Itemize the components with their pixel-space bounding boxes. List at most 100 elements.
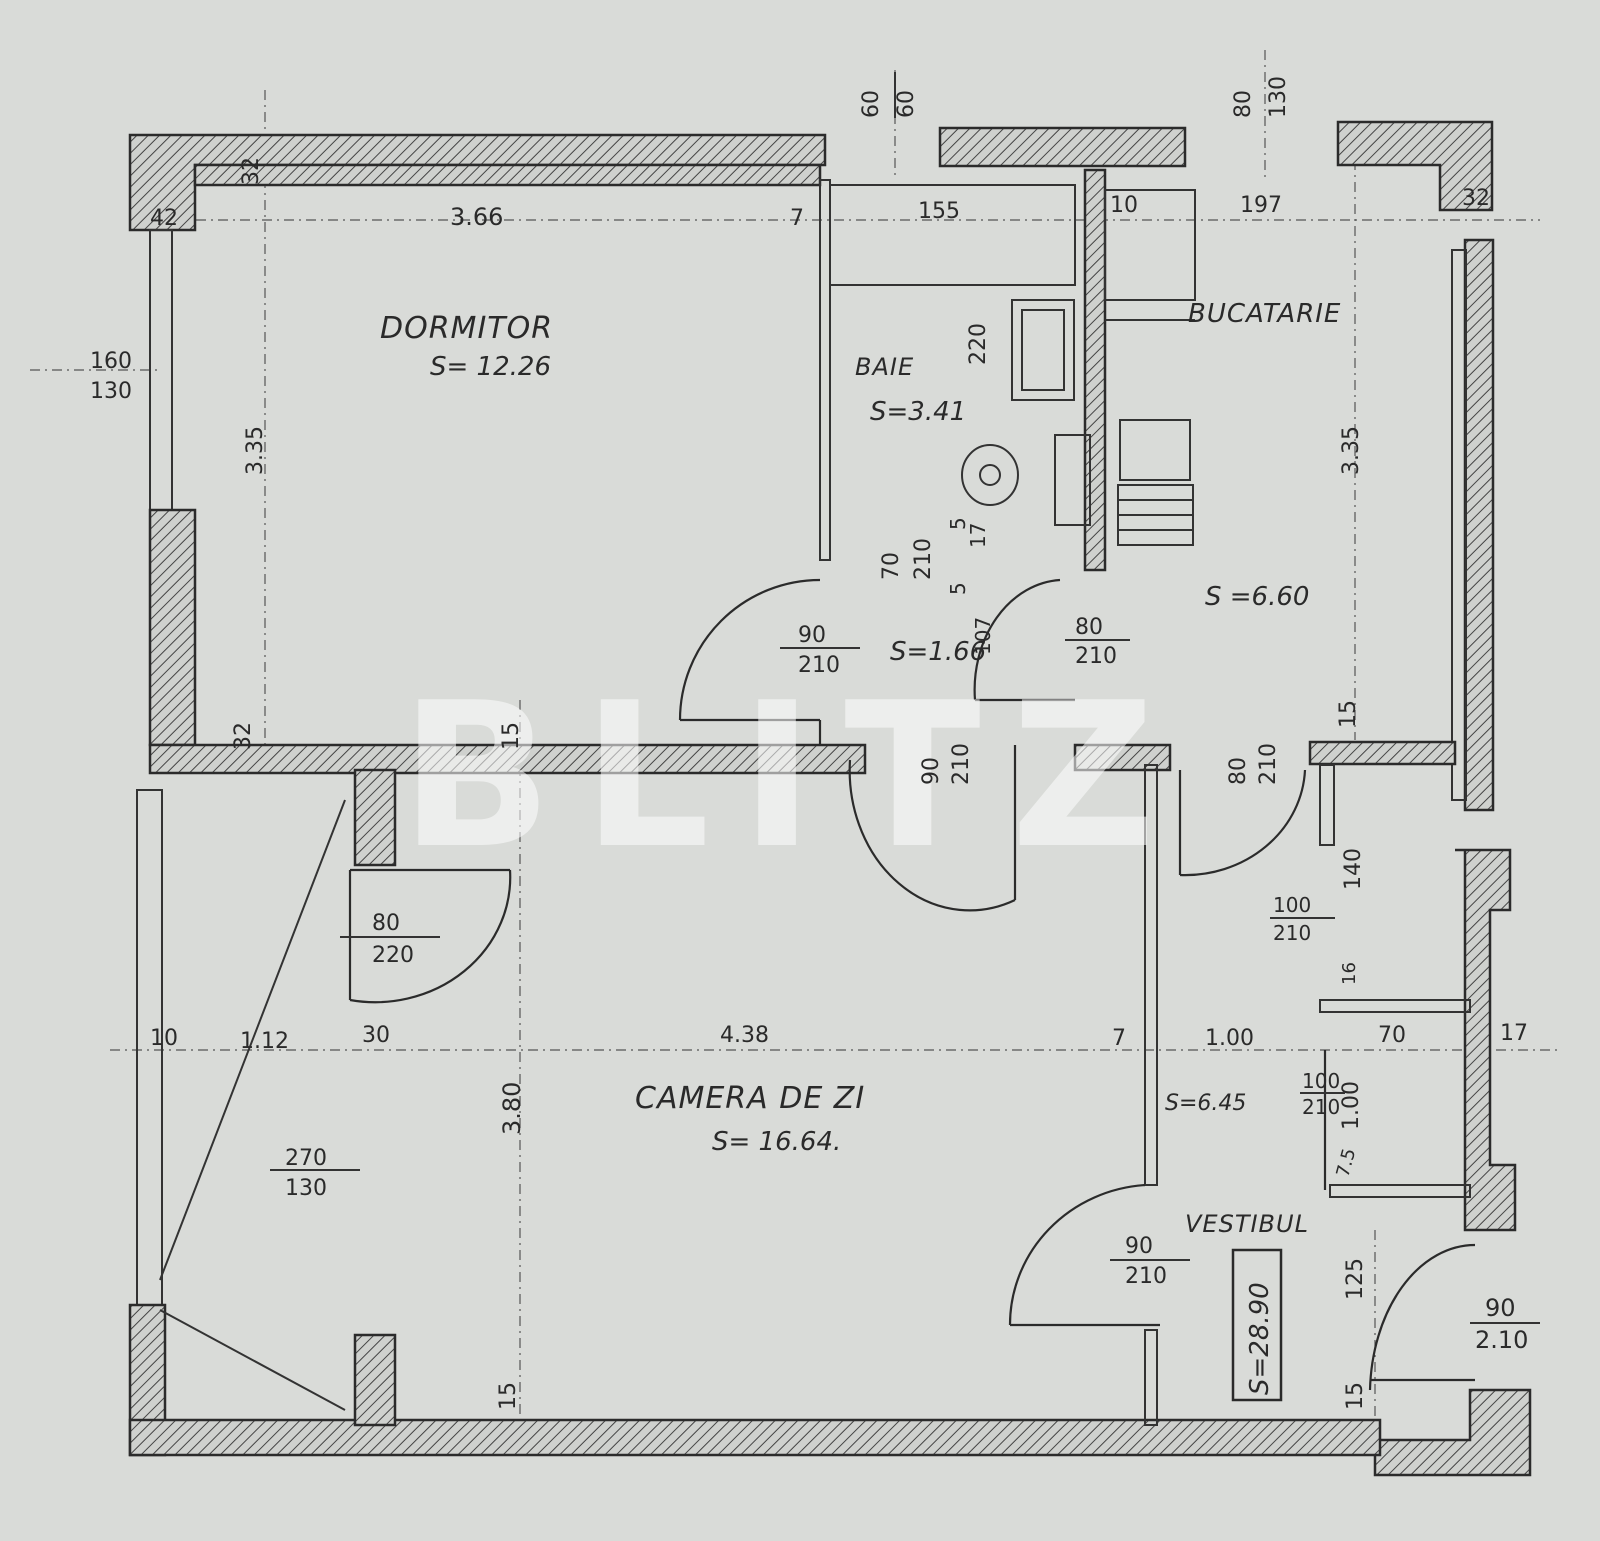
dim-438: 4.38 — [720, 1023, 769, 1048]
svg-text:90: 90 — [919, 757, 944, 785]
svg-text:130: 130 — [285, 1176, 327, 1201]
dim-112: 1.12 — [240, 1029, 289, 1054]
dim-10-top: 10 — [1110, 193, 1138, 218]
dim-100-vertical: 1.00 — [1339, 1081, 1364, 1130]
room-name-bucatarie: BUCATARIE — [1188, 299, 1341, 329]
stove — [1104, 189, 1196, 301]
room-labels: DORMITOR S= 12.26 BAIE S=3.41 BUCATARIE … — [380, 299, 1341, 1402]
dim-140: 140 — [1341, 848, 1366, 890]
svg-text:80: 80 — [1075, 615, 1103, 640]
door-camera-vestibul: 90 210 — [1110, 1234, 1190, 1289]
sink — [1011, 299, 1075, 401]
svg-text:210: 210 — [1125, 1264, 1167, 1289]
kitchen-sink — [1119, 419, 1191, 481]
svg-text:100: 100 — [1302, 1069, 1340, 1093]
svg-text:130: 130 — [90, 379, 132, 404]
window-camera: 270 130 — [270, 1146, 360, 1201]
door-bucatarie-vestibul: 80 210 — [1226, 743, 1281, 785]
dim-100: 1.00 — [1205, 1026, 1254, 1051]
total-area-box — [1231, 1248, 1283, 1402]
dim-380: 3.80 — [498, 1082, 526, 1135]
dim-335-right: 3.35 — [1339, 426, 1364, 475]
svg-text:90: 90 — [798, 623, 826, 648]
dim-125: 125 — [1343, 1258, 1368, 1300]
bathtub — [829, 184, 1076, 286]
dim-17-right: 17 — [1500, 1021, 1528, 1046]
dim-32-tr: 32 — [1462, 186, 1490, 211]
dim-5b: 5 — [946, 582, 970, 595]
dim-366: 3.66 — [450, 203, 503, 231]
opening-labels: 160 130 270 130 90 210 70 210 80 210 90 … — [90, 349, 1540, 1354]
dim-17: 17 — [966, 523, 990, 548]
fixtures — [159, 184, 1196, 1411]
dim-5a: 5 — [946, 517, 970, 530]
door-entry: 90 2.10 — [1470, 1294, 1540, 1354]
total-area: S=28.90 — [1245, 1282, 1275, 1395]
dim-32-mid: 32 — [231, 722, 256, 750]
room-area-dormitor: S= 12.26 — [430, 352, 551, 382]
svg-text:270: 270 — [285, 1146, 327, 1171]
svg-text:70: 70 — [879, 552, 904, 580]
dim-30: 30 — [362, 1023, 390, 1048]
dim-107: 107 — [971, 617, 995, 655]
svg-text:210: 210 — [949, 743, 974, 785]
door-camera-hol: 90 210 — [919, 743, 974, 785]
dim-10-left: 10 — [150, 1026, 178, 1051]
room-name-dormitor: DORMITOR — [380, 311, 553, 346]
svg-text:100: 100 — [1273, 893, 1311, 917]
svg-text:90: 90 — [1485, 1294, 1516, 1322]
dim-7-mid: 7 — [1112, 1026, 1126, 1051]
room-area-hol: S=1.66 — [890, 637, 986, 667]
dim-15-mid: 15 — [499, 722, 524, 750]
dim-top-80: 80 — [1231, 90, 1256, 118]
room-area-camera: S= 16.64. — [712, 1127, 841, 1157]
svg-text:160: 160 — [90, 349, 132, 374]
dim-75: 7.5 — [1333, 1146, 1361, 1179]
room-name-vestibul: VESTIBUL — [1185, 1210, 1309, 1238]
dim-16: 16 — [1339, 962, 1360, 985]
dim-top-60b: 60 — [894, 90, 919, 118]
door-balcon: 80 220 — [340, 911, 440, 968]
room-area-baie: S=3.41 — [870, 397, 966, 427]
watermark: BLITZ — [400, 660, 1186, 893]
door-dormitor: 90 210 — [780, 623, 860, 678]
svg-text:210: 210 — [1273, 921, 1311, 945]
dim-220: 220 — [966, 323, 991, 365]
room-area-bucatarie: S =6.60 — [1205, 582, 1309, 612]
dim-top-130: 130 — [1266, 76, 1291, 118]
dim-7-top: 7 — [790, 206, 804, 231]
window-dormitor: 160 130 — [90, 349, 132, 404]
dim-155: 155 — [918, 199, 960, 224]
svg-text:210: 210 — [1302, 1095, 1340, 1119]
svg-text:210: 210 — [1075, 644, 1117, 669]
room-area-vestibul: S=6.45 — [1165, 1091, 1246, 1116]
svg-text:210: 210 — [798, 653, 840, 678]
dim-15-bottom-left: 15 — [496, 1382, 521, 1410]
door-bucatarie: 80 210 — [1065, 615, 1130, 669]
svg-text:210: 210 — [1256, 743, 1281, 785]
svg-text:90: 90 — [1125, 1234, 1153, 1259]
dimension-lines — [30, 50, 1560, 1440]
dim-32-tl: 32 — [239, 157, 264, 185]
room-name-baie: BAIE — [855, 353, 914, 381]
door-vestibul-b: 100 210 — [1300, 1069, 1345, 1119]
dim-197: 197 — [1240, 193, 1282, 218]
doors — [348, 578, 1476, 1391]
dim-15-right: 15 — [1336, 700, 1361, 728]
dim-70: 70 — [1378, 1023, 1406, 1048]
svg-text:80: 80 — [1226, 757, 1251, 785]
door-baie: 70 210 — [879, 538, 936, 580]
svg-text:210: 210 — [911, 538, 936, 580]
dim-15-bottom-right: 15 — [1343, 1382, 1368, 1410]
dim-42: 42 — [150, 206, 178, 231]
svg-text:220: 220 — [372, 943, 414, 968]
svg-text:80: 80 — [372, 911, 400, 936]
room-name-camera: CAMERA DE ZI — [635, 1081, 865, 1116]
svg-text:2.10: 2.10 — [1475, 1326, 1528, 1354]
dim-335-left: 3.35 — [243, 426, 268, 475]
door-vestibul-a: 100 210 — [1270, 893, 1335, 945]
dim-top-60a: 60 — [859, 90, 884, 118]
toilet — [1054, 434, 1091, 526]
walls — [128, 120, 1532, 1477]
